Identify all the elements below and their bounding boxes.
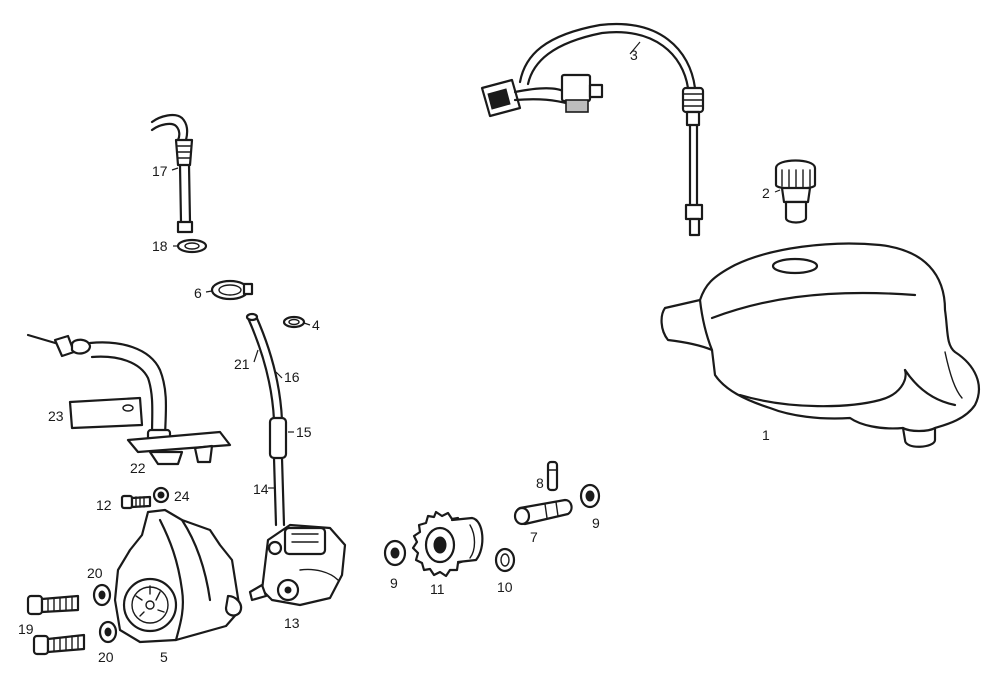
callout-23[interactable]: 23 [48, 408, 64, 424]
fuel-cap [774, 159, 817, 224]
callout-19[interactable]: 19 [18, 621, 34, 637]
washers-20 [92, 583, 118, 644]
callout-11[interactable]: 11 [430, 581, 445, 597]
callout-20-top[interactable]: 20 [87, 565, 103, 581]
drive-gear [411, 510, 484, 578]
leader-lines [171, 41, 781, 489]
callout-17[interactable]: 17 [152, 163, 168, 179]
pin-8 [546, 460, 559, 492]
callout-9-right[interactable]: 9 [592, 515, 600, 531]
callout-9-left[interactable]: 9 [390, 575, 398, 591]
callout-4[interactable]: 4 [312, 317, 320, 333]
callout-20-bottom[interactable]: 20 [98, 649, 114, 665]
hose-clamp [210, 279, 254, 301]
washer-9-right [579, 483, 601, 509]
fuel-tank [660, 242, 980, 448]
engine-cover [113, 508, 243, 644]
callout-12[interactable]: 12 [96, 497, 112, 513]
callout-5[interactable]: 5 [160, 649, 168, 665]
callout-labels: 1 2 3 4 5 6 7 8 9 9 10 11 12 13 14 15 16… [18, 47, 770, 665]
filter-bracket-assembly [26, 333, 232, 466]
breather-pipe [150, 113, 194, 234]
fuel-hose-assembly [245, 312, 288, 527]
clip-18 [176, 238, 208, 254]
nut-24 [152, 486, 170, 504]
callout-18[interactable]: 18 [152, 238, 168, 254]
fuel-tap [248, 523, 347, 607]
callout-1[interactable]: 1 [762, 427, 770, 443]
fuel-gauge-sender [480, 22, 705, 237]
callout-10[interactable]: 10 [497, 579, 513, 595]
shaft-7 [513, 498, 573, 526]
callout-3[interactable]: 3 [630, 47, 638, 63]
callout-22[interactable]: 22 [130, 460, 146, 476]
bolts-19 [26, 594, 86, 656]
callout-16[interactable]: 16 [284, 369, 300, 385]
callout-8[interactable]: 8 [536, 475, 544, 491]
bolt-12 [120, 494, 152, 510]
circlip-10 [494, 547, 516, 573]
callout-2[interactable]: 2 [762, 185, 770, 201]
callout-24[interactable]: 24 [174, 488, 190, 504]
callout-21[interactable]: 21 [234, 356, 250, 372]
callout-15[interactable]: 15 [296, 424, 312, 440]
washer-9-left [383, 539, 407, 567]
callout-14[interactable]: 14 [253, 481, 269, 497]
callout-13[interactable]: 13 [284, 615, 300, 631]
callout-6[interactable]: 6 [194, 285, 202, 301]
hose-clip-small [282, 315, 306, 329]
callout-7[interactable]: 7 [530, 529, 538, 545]
